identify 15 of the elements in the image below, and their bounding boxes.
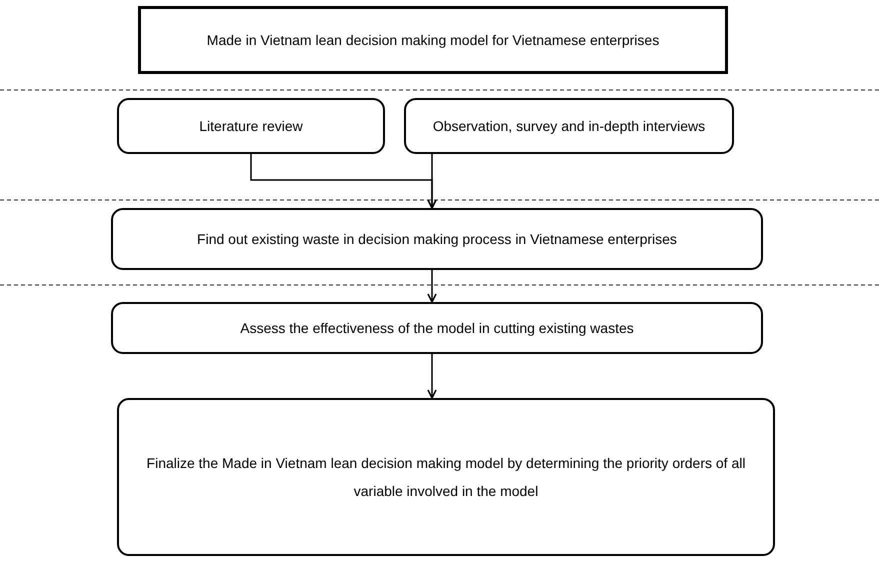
box-text: Find out existing waste in decision making process in Vietnamese enterprises <box>197 230 677 249</box>
box-text: Finalize the Made in Vietnam lean decision making model by determining the priority orders of all variable involved in the model <box>146 454 746 501</box>
arrow <box>427 154 437 209</box>
arrow <box>427 270 437 303</box>
process-box <box>404 98 734 154</box>
box-text: Literature review <box>199 117 303 136</box>
box-text: Assess the effectiveness of the model in cutting existing wastes <box>240 319 634 338</box>
arrow <box>427 354 437 399</box>
process-box <box>138 6 728 74</box>
process-box <box>111 302 763 354</box>
process-box <box>117 398 775 556</box>
process-box <box>111 208 763 270</box>
box-text: Made in Vietnam lean decision making model for Vietnamese enterprises <box>206 31 660 50</box>
box-text: Observation, survey and in-depth interviews <box>432 117 706 136</box>
process-box <box>117 98 385 154</box>
